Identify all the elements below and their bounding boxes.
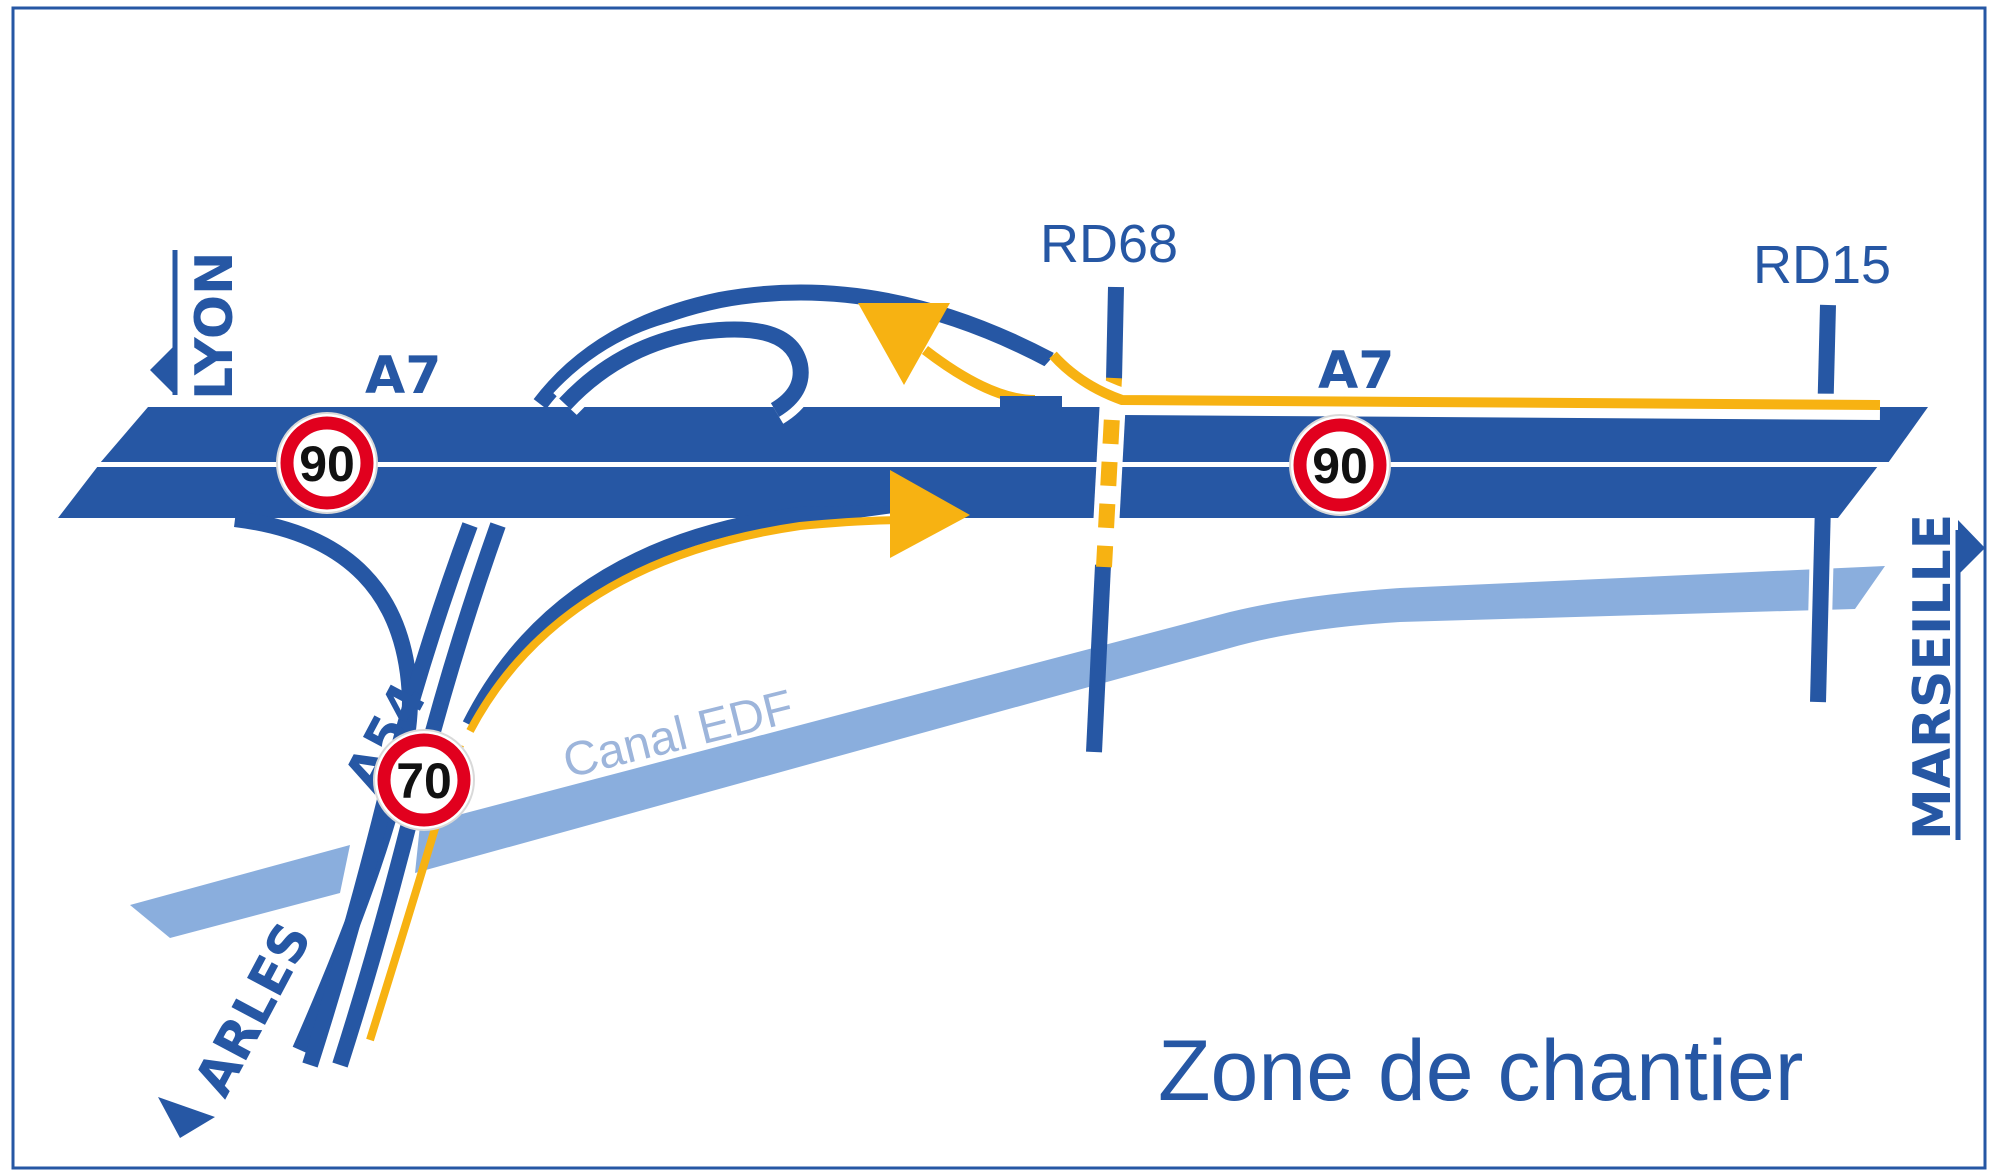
detour-exit-north (858, 303, 1881, 420)
map-frame (11, 6, 1987, 1170)
rd68-road (1086, 286, 1124, 753)
label-rd68: RD68 (1040, 214, 1178, 274)
marseille-direction-arrow (1955, 520, 1985, 840)
speed-sign-a7-east: 90 (1289, 414, 1391, 516)
label-rd15: RD15 (1753, 235, 1891, 295)
svg-text:90: 90 (1312, 438, 1368, 494)
loop-ramp (533, 284, 1054, 424)
label-a7-east: A7 (1318, 341, 1394, 401)
arles-direction-arrow (158, 1097, 215, 1138)
label-a7-west: A7 (365, 346, 441, 406)
svg-text:90: 90 (299, 436, 355, 492)
canal-edf (130, 566, 1885, 938)
speed-sign-a54: 70 (373, 729, 475, 831)
label-arles: ARLES (184, 913, 324, 1106)
rd68-detour-dash (1096, 377, 1122, 568)
detour-arrow-east (890, 470, 970, 558)
a7-highway (58, 407, 1928, 518)
speed-sign-a7-west: 90 (276, 412, 378, 514)
label-marseille: MARSEILLE (1903, 514, 1963, 840)
label-lyon: LYON (185, 251, 245, 400)
lyon-direction-arrow (150, 250, 178, 395)
legend-zone-de-chantier: Zone de chantier (1158, 1023, 1803, 1119)
svg-text:70: 70 (396, 753, 452, 809)
a54-road (234, 505, 931, 1068)
detour-arrow-north (858, 303, 950, 385)
